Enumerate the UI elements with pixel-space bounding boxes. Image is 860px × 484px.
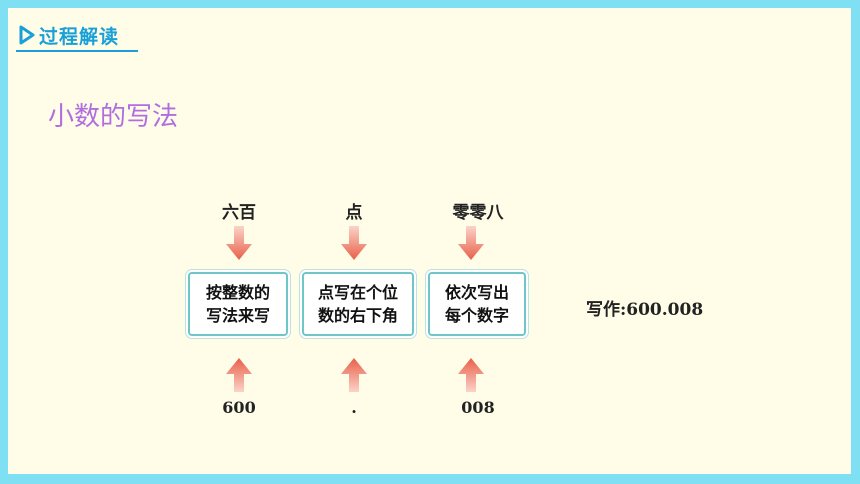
play-triangle-icon <box>19 25 35 45</box>
rule-box-2-line1: 点写在个位 <box>317 283 398 302</box>
rule-box-1-line2: 写法来写 <box>205 306 270 325</box>
up-arrow-icon <box>226 358 252 392</box>
bottom-label-3: 008 <box>461 398 495 417</box>
rule-box-3-line2: 每个数字 <box>444 306 509 325</box>
up-arrow-icon <box>341 358 367 392</box>
rule-box-3: 依次写出 每个数字 <box>428 272 526 336</box>
top-label-3: 零零八 <box>452 203 504 223</box>
section-header: 过程解读 <box>18 21 119 49</box>
down-arrow-icon <box>458 226 484 260</box>
content-panel: 过程解读 小数的写法 六百 按整数的 写法来写 600 点 点写在个位 数的右下… <box>8 8 851 474</box>
section-underline <box>16 50 138 52</box>
up-arrow-icon <box>458 358 484 392</box>
page-subtitle: 小数的写法 <box>48 102 179 132</box>
section-title: 过程解读 <box>39 25 120 48</box>
top-label-1: 六百 <box>222 203 256 223</box>
rule-box-3-line1: 依次写出 <box>444 283 509 302</box>
rule-box-2-line2: 数的右下角 <box>317 306 398 325</box>
rule-box-1: 按整数的 写法来写 <box>188 272 288 336</box>
bottom-label-2: . <box>351 398 357 417</box>
bottom-label-1: 600 <box>222 398 256 417</box>
rule-box-2: 点写在个位 数的右下角 <box>302 272 414 336</box>
down-arrow-icon <box>341 226 367 260</box>
top-label-2: 点 <box>345 203 363 223</box>
result-text: 写作:600.008 <box>586 300 704 320</box>
rule-box-1-line1: 按整数的 <box>205 283 270 302</box>
down-arrow-icon <box>226 226 252 260</box>
